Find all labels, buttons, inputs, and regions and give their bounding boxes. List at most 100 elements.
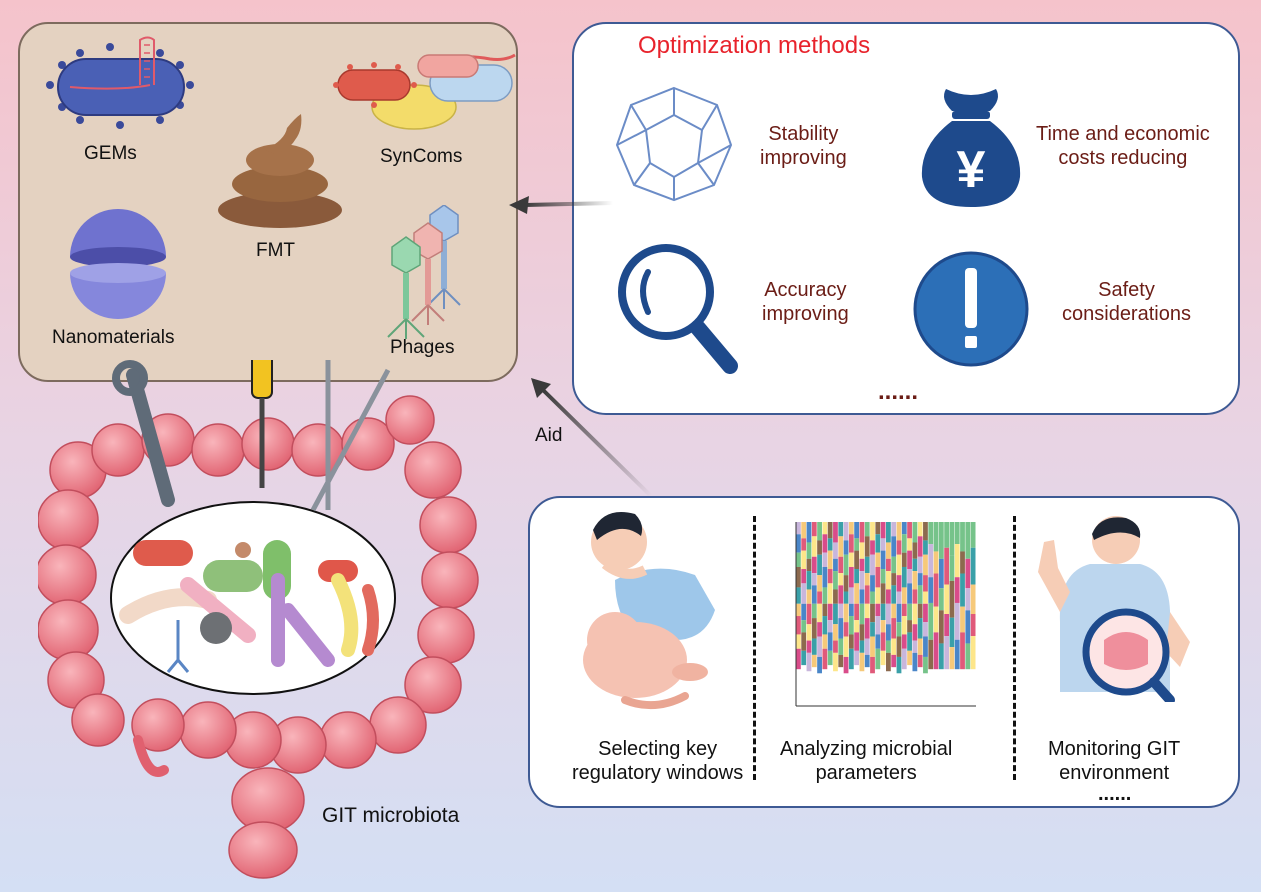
chart-bar-segment	[928, 602, 934, 640]
chart-bar-segment	[901, 634, 907, 649]
chart-bar-segment	[933, 632, 939, 670]
monitoring-label: Monitoring GIT environment	[1048, 738, 1181, 784]
chart-bar-segment	[848, 603, 854, 617]
chart-bar-segment	[854, 650, 860, 666]
chart-bar-segment	[822, 587, 828, 604]
chart-bar-segment	[949, 522, 955, 556]
chart-bar-segment	[833, 624, 838, 641]
chart-bar-segment	[965, 610, 971, 644]
chart-bar-segment	[949, 580, 955, 618]
chart-bar-segment	[833, 603, 838, 625]
chart-bar-segment	[923, 622, 928, 637]
chart-bar-segment	[923, 540, 928, 555]
chart-bar-segment	[859, 571, 865, 590]
syncoms-label: SynComs	[380, 146, 463, 167]
chart-bar-segment	[896, 540, 902, 555]
chart-bar-segment	[859, 522, 865, 543]
chart-bar-segment	[833, 522, 838, 543]
chart-bar-segment	[817, 575, 822, 592]
person-fetus-illustration	[583, 512, 715, 710]
chart-bar-segment	[864, 522, 870, 537]
chart-bar-segment	[954, 522, 960, 545]
chart-bar-segment	[880, 569, 886, 584]
chart-bar-segment	[880, 620, 886, 633]
chart-bar-segment	[912, 640, 918, 653]
chart-bar-segment	[896, 656, 902, 674]
chart-bar-segment	[864, 573, 870, 586]
chart-bar-segment	[891, 603, 897, 619]
chart-bar-segment	[833, 652, 838, 672]
chart-bar-segment	[822, 634, 828, 649]
chart-bar-segment	[843, 554, 849, 576]
chart-bar-segment	[817, 591, 822, 604]
chart-bar-segment	[933, 522, 939, 552]
chart-bar-segment	[806, 640, 812, 653]
chart-bar-segment	[928, 544, 934, 578]
chart-bar-segment	[796, 587, 801, 604]
chart-bar-segment	[896, 636, 902, 657]
microbial-stacked-bar-chart	[795, 522, 976, 707]
chart-bar-segment	[880, 632, 886, 651]
chart-bar-segment	[938, 522, 944, 559]
chart-bar-segment	[796, 616, 801, 635]
chart-bar-segment	[859, 542, 865, 559]
chart-bar-segment	[806, 603, 812, 625]
chart-bar-segment	[891, 556, 897, 574]
chart-bar-segment	[806, 652, 812, 672]
chart-bar-segment	[938, 558, 944, 589]
chart-bar-segment	[854, 632, 860, 651]
chart-bar-segment	[944, 547, 950, 585]
chart-bar-segment	[833, 589, 838, 604]
chart-bar-segment	[896, 591, 902, 604]
chart-bar-segment	[822, 648, 828, 670]
chart-bar-segment	[917, 654, 923, 668]
chart-bar-segment	[864, 603, 870, 619]
chart-bar-segment	[870, 636, 875, 657]
chart-bar-segment	[822, 534, 828, 553]
chart-bar-segment	[875, 616, 881, 635]
chart-bar-segment	[917, 573, 923, 586]
chart-bar-segment	[817, 540, 822, 555]
chart-bar-segment	[907, 522, 912, 539]
chart-bar-segment	[917, 638, 923, 655]
chart-bar-segment	[817, 554, 822, 576]
optimization-more: ......	[878, 378, 919, 405]
chart-bar-segment	[848, 522, 854, 535]
chart-bar-segment	[875, 603, 881, 617]
chart-bar-segment	[891, 618, 897, 639]
chart-bar-segment	[854, 550, 860, 570]
chart-bar-segment	[806, 624, 812, 641]
chart-bar-segment	[886, 589, 891, 604]
chart-bar-segment	[801, 550, 807, 570]
separator-2	[1013, 516, 1016, 780]
chart-bar-segment	[954, 577, 960, 603]
exclamation-icon	[913, 251, 1029, 367]
chart-bar-segment	[811, 585, 817, 604]
chart-bar-segment	[806, 542, 812, 559]
chart-bar-segment	[843, 603, 849, 623]
safety-label: Safety considerations	[1062, 279, 1191, 325]
chart-bar-segment	[917, 618, 923, 639]
chart-bar-segment	[923, 636, 928, 657]
chart-bar-segment	[854, 583, 860, 604]
chart-bar-segment	[811, 522, 817, 537]
chart-bar-segment	[912, 589, 918, 604]
chart-bar-segment	[796, 648, 801, 670]
chart-bar-segment	[854, 620, 860, 633]
chart-bar-segment	[864, 585, 870, 604]
chart-bar-segment	[960, 551, 965, 574]
chart-bar-segment	[970, 522, 976, 548]
chart-bar-segment	[838, 638, 844, 655]
microbiota-label: GIT microbiota	[322, 804, 460, 827]
chart-bar-segment	[875, 648, 881, 670]
chart-bar-segment	[827, 632, 833, 651]
chart-bar-segment	[811, 556, 817, 574]
stability-label: Stability improving	[760, 123, 847, 169]
chart-bar-segment	[864, 638, 870, 655]
chart-bar-segment	[880, 650, 886, 666]
chart-bar-segment	[827, 603, 833, 621]
chart-bar-segment	[907, 603, 912, 621]
chart-bar-segment	[891, 573, 897, 586]
chart-bar-segment	[848, 616, 854, 635]
chart-bar-segment	[848, 566, 854, 588]
